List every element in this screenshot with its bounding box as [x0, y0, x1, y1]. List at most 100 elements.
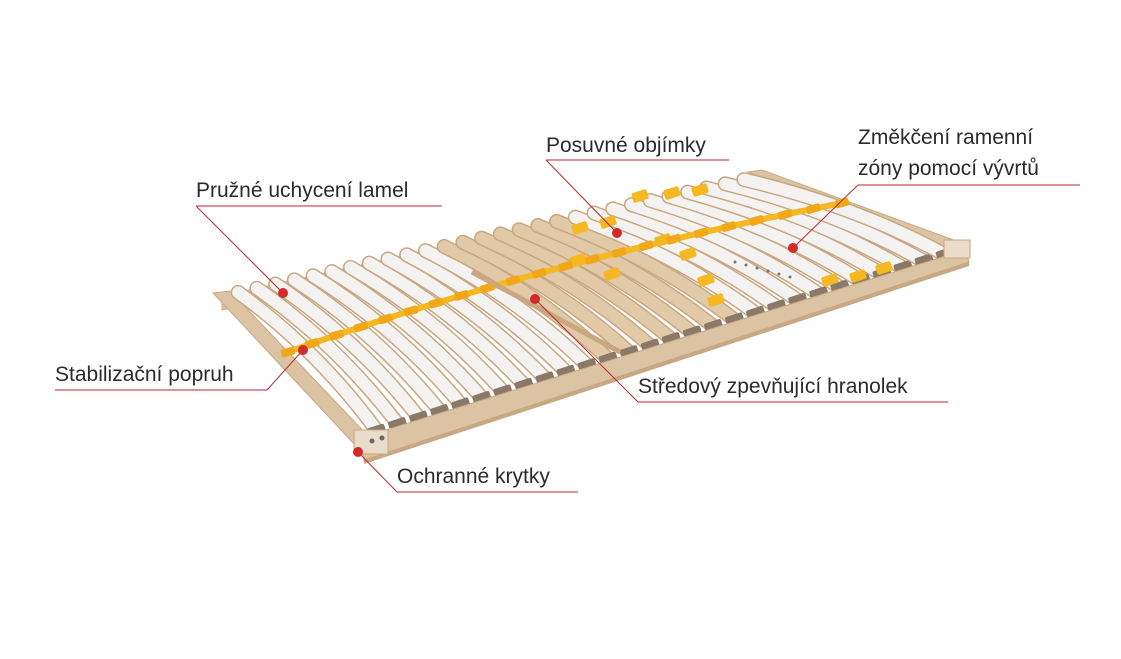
leader-sliding-sleeves-marker	[612, 228, 622, 238]
slat	[737, 173, 953, 262]
slat-end-pad	[682, 325, 702, 338]
leader-lines	[55, 159, 1080, 493]
slat-end-pad	[388, 417, 407, 430]
strap-clip	[777, 209, 793, 220]
sliding-sleeve	[679, 247, 697, 261]
slat-end-pad	[661, 332, 681, 345]
slat-end-pad	[809, 286, 828, 299]
leader-stabilizing-strap-pointer	[266, 349, 304, 391]
drill-hole	[766, 269, 770, 273]
slat-end-pad	[409, 410, 428, 423]
slat	[269, 278, 427, 426]
slat	[381, 252, 553, 386]
label-shoulder-zone-line1: Změkčení ramenní	[858, 126, 1034, 149]
label-sliding-sleeves: Posuvné objímky	[546, 134, 706, 157]
slat-end-pad	[767, 299, 786, 312]
label-shoulder-zone-line2: zóny pomocí vývrtů	[858, 157, 1039, 180]
slat	[700, 181, 911, 275]
strap-clip	[693, 227, 709, 239]
slat-end-pad	[577, 358, 597, 371]
slat	[606, 202, 806, 308]
leader-protective-caps-pointer	[357, 451, 398, 493]
slat	[232, 286, 385, 439]
slat	[288, 273, 448, 419]
slat-end-pad	[535, 371, 555, 384]
strap-clip	[403, 305, 419, 317]
slat	[719, 177, 932, 269]
slat	[644, 194, 848, 295]
label-shoulder-zone-softening: Změkčení ramenní zóny pomocí vývrtů	[858, 122, 1039, 184]
label-protective-caps: Ochranné krytky	[397, 465, 550, 488]
strap-clip	[479, 282, 495, 294]
slat	[569, 211, 764, 321]
protective-cap	[943, 239, 971, 259]
slat	[475, 232, 658, 354]
label-flexible-slat-mounting: Pružné uchycení lamel	[196, 179, 409, 202]
strap-clip	[638, 240, 654, 252]
strap-clip	[378, 313, 394, 325]
strap-clip	[428, 297, 444, 309]
strap-clip	[280, 346, 296, 358]
strap-clip	[558, 260, 574, 272]
slats	[230, 172, 955, 440]
slat-end-pad	[619, 345, 639, 358]
strap-clip	[805, 203, 821, 214]
slat-end-pad	[640, 338, 660, 351]
leader-flexible-mounting-pointer	[195, 205, 284, 294]
drill-hole	[755, 266, 759, 270]
cap-screw	[379, 435, 385, 441]
slat	[456, 236, 637, 360]
slat-end-pad	[493, 384, 512, 397]
slat-end-pad	[598, 351, 618, 364]
slat	[625, 198, 827, 301]
slat-end-pad	[430, 404, 449, 417]
slat-end-pad	[514, 377, 533, 391]
slat	[344, 261, 511, 400]
leader-protective-caps-marker	[353, 447, 363, 457]
sliding-sleeve	[875, 261, 893, 275]
sliding-sleeve	[707, 293, 725, 307]
strap-clip	[721, 221, 737, 232]
sliding-sleeve	[691, 183, 709, 197]
strap-clip	[329, 329, 344, 341]
sliding-sleeve	[821, 273, 839, 287]
leader-flexible-mounting-marker	[278, 288, 288, 298]
slat-end-pad	[746, 305, 765, 319]
drill-hole	[733, 260, 737, 264]
strap-clip	[749, 215, 765, 226]
slat-end-pad	[472, 391, 491, 404]
sliding-sleeve	[571, 221, 589, 235]
slat	[363, 257, 532, 393]
leader-stabilizing-strap-marker	[298, 345, 308, 355]
slat	[662, 190, 869, 288]
drill-hole	[777, 272, 781, 276]
slat	[531, 219, 722, 334]
cap-screw	[369, 438, 375, 444]
strap-clip	[304, 338, 320, 349]
drill-hole	[788, 275, 792, 279]
strap-clip	[454, 290, 469, 301]
leader-shoulder-zone-pointer	[792, 184, 859, 249]
sliding-sleeve	[849, 269, 867, 283]
drill-hole	[744, 263, 748, 267]
stabilizing-strap	[280, 197, 850, 358]
leader-shoulder-zone-marker	[788, 243, 798, 253]
leader-central-beam-pointer	[534, 298, 639, 403]
label-central-reinforcing-beam: Středový zpevňující hranolek	[638, 375, 908, 398]
leader-sliding-sleeves-pointer	[545, 159, 618, 234]
slat-end-pad	[556, 364, 576, 377]
strap-clip	[834, 197, 850, 209]
leader-central-beam-marker	[530, 294, 540, 304]
sliding-sleeve	[631, 189, 649, 203]
strap-clip	[584, 253, 600, 265]
strap-clip	[531, 268, 547, 279]
slat	[419, 244, 595, 373]
central-beam	[470, 269, 622, 355]
sliding-sleeve	[663, 186, 681, 200]
strap-clip	[353, 321, 369, 333]
label-stabilizing-strap: Stabilizační popruh	[55, 363, 234, 386]
slat	[250, 282, 406, 432]
slat	[325, 265, 490, 406]
frame-front-rail-shadow	[364, 262, 969, 464]
